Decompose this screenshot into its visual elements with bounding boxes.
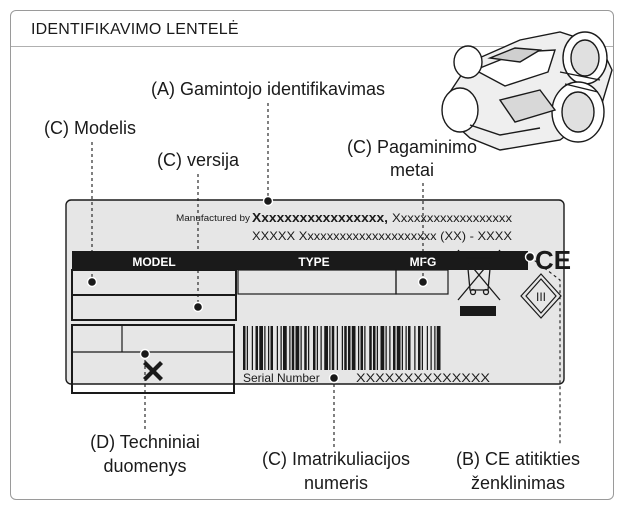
weee-bar-icon [460, 306, 496, 316]
manufacturer-name: Xxxxxxxxxxxxxxxxx, [252, 210, 388, 225]
leader-line-ce [529, 256, 561, 446]
robot-mower-image [441, 31, 613, 151]
callout-technical-label-line1: (D) Techniniai [90, 432, 200, 452]
marker-year [417, 276, 429, 288]
class-iii-icon: III [520, 273, 562, 319]
callout-version-label: (C) versija [157, 150, 240, 170]
callout-ce-label-line1: (B) CE atitikties [456, 449, 580, 469]
marker-technical [139, 348, 151, 360]
marker-version [192, 301, 204, 313]
barcode-icon [243, 326, 441, 370]
technical-data-box [71, 324, 235, 394]
weee-bin-icon [457, 249, 501, 301]
title-bar: IDENTIFIKAVIMO LENTELĖ [11, 11, 613, 47]
ce-mark: CE [535, 245, 571, 275]
mfg-box [395, 269, 449, 295]
callout-registration-label-line1: (C) Imatrikuliacijos [262, 449, 410, 469]
marker-ce [524, 251, 536, 263]
marker-model [86, 276, 98, 288]
panel-title: IDENTIFIKAVIMO LENTELĖ [31, 21, 239, 38]
manufacturer-name-rest: Xxxxxxxxxxxxxxxxxx [392, 211, 512, 225]
model-header: MODEL [132, 255, 175, 269]
manufacturer-address: XXXXX Xxxxxxxxxxxxxxxxxxxxx (XX) - XXXX [252, 229, 512, 243]
marker-registration [328, 372, 340, 384]
serial-number-value: XXXXXXXXXXXXXX [356, 371, 490, 385]
callout-model-label: (C) Modelis [44, 118, 136, 138]
callout-year-label-line1: (C) Pagaminimo [347, 137, 477, 157]
plate-header-bar [72, 251, 528, 270]
technical-symbol-icon [143, 361, 163, 381]
callout-ce-label-line2: ženklinimas [471, 473, 565, 493]
serial-number-label: Serial Number [243, 371, 320, 385]
manufactured-by-text: Manufactured by [176, 213, 251, 223]
callout-year-label-line2: metai [390, 160, 434, 180]
marker-manufacturer [262, 195, 274, 207]
callout-registration-label-line2: numeris [304, 473, 368, 493]
callout-technical-label-line2: duomenys [103, 456, 186, 476]
svg-text:III: III [536, 290, 546, 304]
callout-manufacturer-label: (A) Gamintojo identifikavimas [151, 79, 385, 99]
type-header: TYPE [298, 255, 329, 269]
